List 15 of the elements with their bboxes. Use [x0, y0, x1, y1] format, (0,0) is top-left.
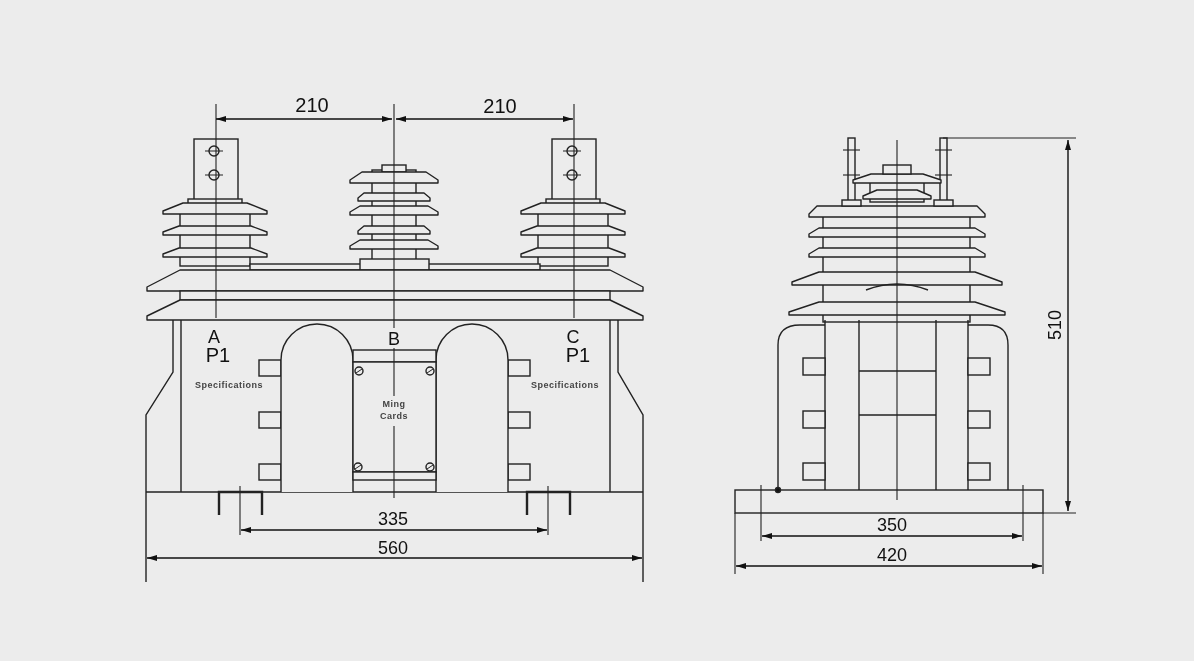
dimension-label: 350	[877, 516, 907, 534]
terminal-label: P1	[205, 345, 231, 365]
specification-label: Specifications	[531, 380, 599, 390]
dimension-label: 420	[877, 546, 907, 564]
dimension-label: 560	[378, 539, 408, 557]
dimension-label: 210	[483, 96, 517, 116]
phase-label: B	[388, 330, 400, 348]
specification-label: Specifications	[195, 380, 263, 390]
phase-label: A	[208, 328, 220, 346]
dimension-label: 210	[295, 95, 329, 115]
terminal-label: P1	[565, 345, 591, 365]
dimension-label: 510	[1046, 310, 1064, 340]
nameplate-text: Ming Cards	[379, 399, 409, 423]
dimension-label: 335	[378, 510, 408, 528]
phase-label: C	[566, 328, 580, 346]
